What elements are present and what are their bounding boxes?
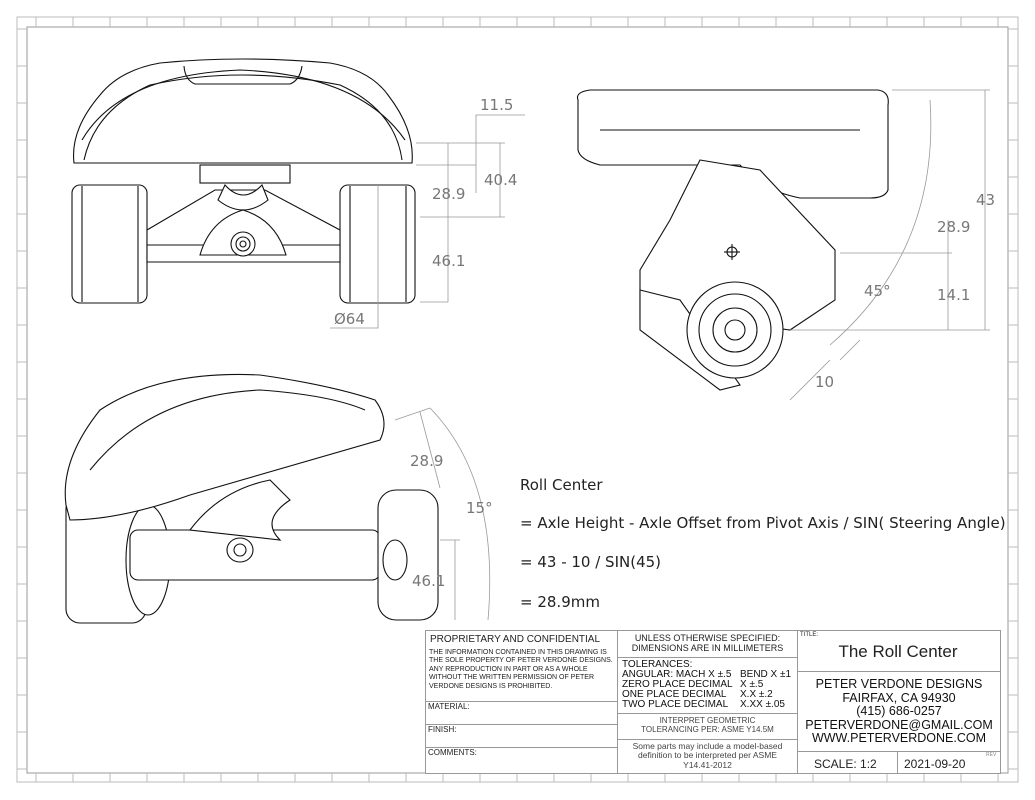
- dim-front-diameter-64: Ø64: [334, 310, 365, 328]
- title-block: PROPRIETARY AND CONFIDENTIAL THE INFORMA…: [425, 630, 1001, 774]
- finish-label: FINISH:: [428, 725, 457, 734]
- dim-front-46-1: 46.1: [432, 252, 465, 270]
- dim-front-28-9: 28.9: [432, 185, 465, 203]
- dim-front-40-4: 40.4: [484, 171, 517, 189]
- drawing-date: 2021-09-20: [904, 757, 966, 771]
- dim-iso-46-1: 46.1: [412, 572, 445, 590]
- tol-row-label: ANGULAR: MACH X ±.5: [622, 670, 732, 680]
- proprietary-title: PROPRIETARY AND CONFIDENTIAL: [430, 634, 601, 645]
- dim-iso-28-9: 28.9: [410, 452, 443, 470]
- material-label: MATERIAL:: [428, 702, 470, 711]
- title-label: TITLE:: [800, 632, 819, 638]
- side-view: [576, 89, 889, 391]
- tol-row-label: TWO PLACE DECIMAL: [622, 700, 729, 710]
- front-view-dimensions: [330, 114, 525, 329]
- tolerances-label: TOLERANCES:: [622, 659, 693, 670]
- company-email: PETERVERDONE@GMAIL.COM: [805, 717, 993, 732]
- company-name: PETER VERDONE DESIGNS: [815, 677, 983, 691]
- tol-row-label: ZERO PLACE DECIMAL: [622, 680, 733, 690]
- company-phone: (415) 686-0257: [856, 704, 942, 718]
- dim-side-45-deg: 45°: [864, 282, 891, 300]
- dim-side-14-1: 14.1: [937, 286, 970, 304]
- roll-center-substitution: = 43 - 10 / SIN(45): [520, 553, 662, 571]
- iso-view: [64, 373, 439, 624]
- tol-row-value: X.X ±.2: [740, 689, 773, 700]
- tol-row: ANGULAR: MACH X ±.5 BEND X ±1: [622, 670, 797, 680]
- iso-view-dimensions: [394, 407, 491, 621]
- tol-row-value: X.XX ±.05: [740, 699, 785, 710]
- dim-side-43: 43: [976, 191, 995, 209]
- tol-row: TWO PLACE DECIMAL X.XX ±.05: [622, 700, 797, 710]
- side-view-dimensions: [789, 89, 990, 401]
- dim-front-11-5: 11.5: [480, 96, 513, 114]
- dim-side-28-9: 28.9: [937, 218, 970, 236]
- company-city: FAIRFAX, CA 94930: [842, 690, 956, 705]
- front-view: [71, 58, 416, 304]
- dim-side-10: 10: [815, 373, 834, 391]
- drawing-title: The Roll Center: [838, 642, 958, 661]
- roll-center-formula: = Axle Height - Axle Offset from Pivot A…: [520, 514, 1006, 532]
- roll-center-heading: Roll Center: [520, 476, 603, 494]
- dim-iso-15-deg: 15°: [466, 499, 493, 517]
- tol-row-label: ONE PLACE DECIMAL: [622, 690, 727, 700]
- tol-row: ONE PLACE DECIMAL X.X ±.2: [622, 690, 797, 700]
- tol-row-value: X ±.5: [740, 679, 764, 690]
- roll-center-result: = 28.9mm: [520, 593, 600, 611]
- unless-specified: UNLESS OTHERWISE SPECIFIED:: [634, 633, 781, 643]
- company-website: WWW.PETERVERDONE.COM: [811, 731, 987, 745]
- scale: SCALE: 1:2: [814, 757, 877, 771]
- tol-row-value: BEND X ±1: [740, 669, 792, 680]
- model-based-note: Some parts may include a model-based def…: [632, 741, 783, 770]
- tol-row: ZERO PLACE DECIMAL X ±.5: [622, 680, 797, 690]
- proprietary-text: THE INFORMATION CONTAINED IN THIS DRAWIN…: [429, 649, 613, 690]
- proprietary-box: PROPRIETARY AND CONFIDENTIAL THE INFORMA…: [425, 630, 618, 702]
- interpret-tolerancing: INTERPRET GEOMETRIC TOLERANCING PER: ASM…: [641, 716, 774, 734]
- rev-label: REV: [986, 752, 997, 758]
- comments-label: COMMENTS:: [428, 748, 477, 757]
- dimensions-units: DIMENSIONS ARE IN MILLIMETERS: [631, 642, 784, 653]
